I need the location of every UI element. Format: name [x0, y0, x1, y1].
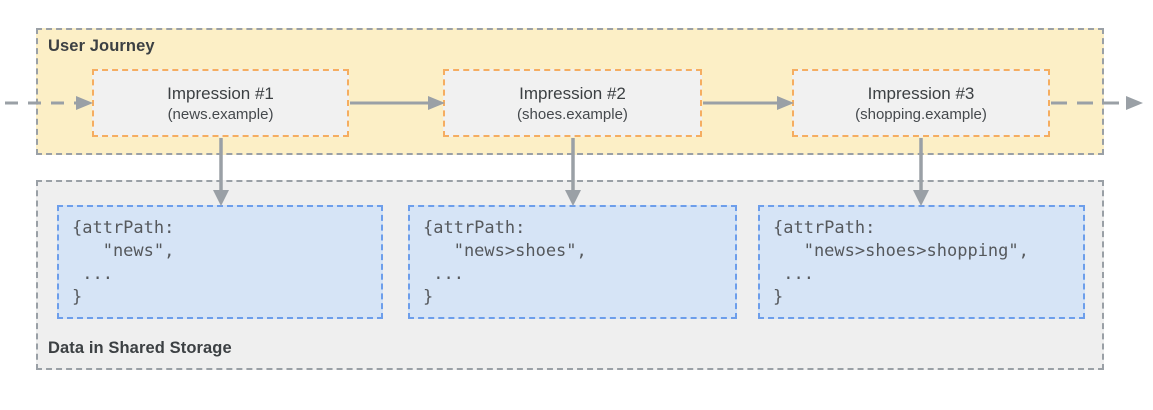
- impression-3-box: Impression #3 (shopping.example): [792, 69, 1050, 137]
- storage-entry-2-line: {attrPath:: [423, 218, 526, 238]
- storage-entry-2-line: ...: [423, 264, 464, 284]
- storage-entry-1-line: "news",: [72, 241, 175, 261]
- storage-entry-3-line: }: [773, 287, 784, 307]
- impression-3-title: Impression #3: [867, 83, 975, 103]
- storage-entry-3: {attrPath: "news>shoes>shopping", ... }: [758, 205, 1085, 319]
- impression-1-title: Impression #1: [167, 83, 274, 103]
- storage-entry-2-line: "news>shoes",: [423, 241, 587, 261]
- storage-entry-1: {attrPath: "news", ... }: [57, 205, 383, 319]
- storage-entry-2: {attrPath: "news>shoes", ... }: [408, 205, 737, 319]
- storage-entry-1-line: ...: [72, 264, 113, 284]
- impression-1-domain: (news.example): [167, 105, 274, 123]
- storage-entry-1-line: }: [72, 287, 83, 307]
- impression-3-domain: (shopping.example): [855, 105, 987, 123]
- storage-entry-1-line: {attrPath:: [72, 218, 175, 238]
- storage-entry-2-line: }: [423, 287, 434, 307]
- storage-entry-3-line: ...: [773, 264, 814, 284]
- impression-2-box: Impression #2 (shoes.example): [443, 69, 702, 137]
- storage-entry-3-line: {attrPath:: [773, 218, 876, 238]
- impression-1-box: Impression #1 (news.example): [92, 69, 349, 137]
- impression-2-title: Impression #2: [519, 83, 626, 103]
- impression-2-domain: (shoes.example): [517, 105, 628, 123]
- storage-entry-3-line: "news>shoes>shopping",: [773, 241, 1029, 261]
- user-journey-label: User Journey: [48, 37, 155, 55]
- shared-storage-label: Data in Shared Storage: [48, 339, 232, 357]
